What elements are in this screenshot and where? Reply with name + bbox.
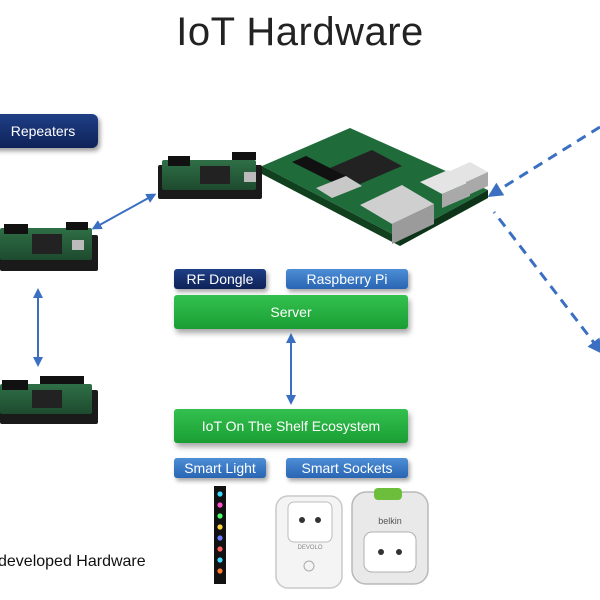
smart-light-label: Smart Light <box>174 458 266 478</box>
smart-socket-devolo <box>275 495 343 589</box>
socket-brand-belkin: belkin <box>378 516 402 526</box>
smart-sockets-label: Smart Sockets <box>286 458 408 478</box>
diagram-title: IoT Hardware <box>176 10 424 54</box>
sensor-node-board-top <box>158 152 262 199</box>
led-strip <box>214 486 226 584</box>
repeaters-label: Repeaters <box>0 114 98 148</box>
ecosystem-box: IoT On The Shelf Ecosystem <box>174 409 408 443</box>
socket-brand-devolo: DEVOLO <box>297 545 323 551</box>
raspberry-pi-label: Raspberry Pi <box>286 269 408 289</box>
raspberry-pi-board <box>262 128 488 246</box>
rf-dongle-label: RF Dongle <box>174 269 266 289</box>
sensor-node-board-middle <box>0 222 98 271</box>
developed-hardware-caption: developed Hardware <box>0 553 146 570</box>
arrow-node-to-node <box>91 193 157 230</box>
dashed-arrow-lower <box>492 211 600 354</box>
sensor-node-board-bottom <box>0 376 98 424</box>
dashed-arrow-upper <box>487 125 600 197</box>
server-box: Server <box>174 295 408 329</box>
smart-socket-belkin <box>351 488 429 585</box>
